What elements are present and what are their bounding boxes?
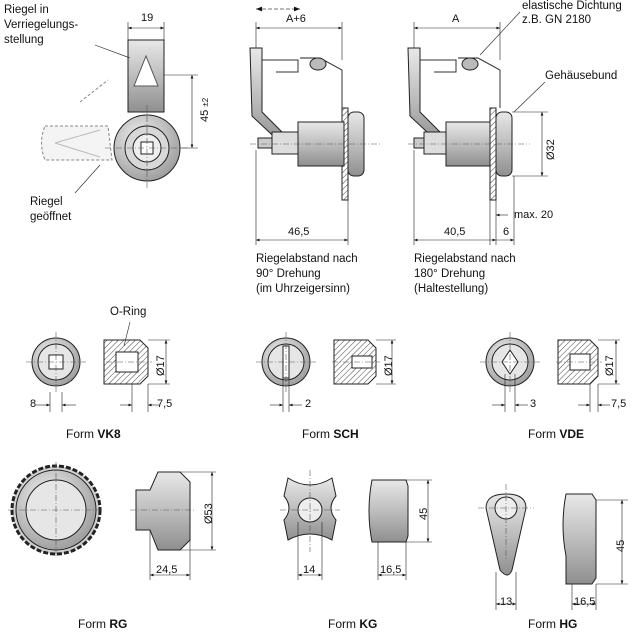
caption-180-line2: 180° Drehung	[414, 268, 486, 280]
vk8-dim-8: 8	[30, 398, 37, 410]
front-view-latch	[41, 22, 198, 194]
rg-dim-d53: Ø53	[203, 503, 215, 524]
hg-dim-13: 13	[500, 596, 513, 608]
sch-dim-2: 2	[305, 398, 312, 410]
caption-form-kg: Form KG	[328, 617, 378, 631]
caption-90-line1: Riegelabstand nach	[256, 253, 358, 265]
kg-dim-14: 14	[303, 564, 316, 576]
dim-40-5: 40,5	[444, 226, 466, 238]
sch-dim-d17: Ø17	[383, 355, 395, 376]
latch-closed-label-line3: stellung	[4, 34, 44, 46]
hg-dim-16-5: 16,5	[574, 596, 596, 608]
dim-19: 19	[141, 12, 154, 24]
caption-180-line3: (Haltestellung)	[414, 283, 489, 295]
dim-a: A	[452, 13, 460, 25]
caption-form-vde: Form VDE	[528, 427, 585, 441]
form-hg-drawing	[478, 484, 628, 610]
caption-form-vk8: Form VK8	[66, 427, 121, 441]
housing-collar-label: Gehäusebund	[545, 70, 618, 82]
seal-label-line2: z.B. GN 2180	[522, 14, 592, 26]
form-vk8-drawing	[26, 321, 170, 412]
caption-180-line1: Riegelabstand nach	[414, 253, 516, 265]
dim-6: 6	[503, 226, 510, 238]
latch-open-label-line2: geöffnet	[30, 211, 72, 223]
caption-form-sch: Form SCH	[302, 427, 359, 441]
form-vde-drawing	[480, 332, 620, 412]
kg-dim-45: 45	[418, 507, 430, 520]
latch-open-label-line1: Riegel	[30, 196, 63, 208]
dim-a-plus-6: A+6	[286, 13, 306, 25]
kg-dim-16-5: 16,5	[380, 564, 402, 576]
rg-dim-24-5: 24,5	[156, 564, 178, 576]
caption-form-hg: Form HG	[528, 617, 578, 631]
side-view-180deg	[407, 11, 548, 245]
vde-dim-3: 3	[530, 398, 537, 410]
vde-dim-7-5: 7,5	[611, 398, 627, 410]
form-kg-drawing	[280, 470, 432, 580]
dim-45: 45 ±2	[199, 97, 211, 122]
caption-90-line3: (im Uhrzeigersinn)	[256, 283, 350, 295]
caption-form-rg: Form RG	[78, 617, 128, 631]
side-view-90deg	[249, 6, 380, 245]
vk8-dim-7-5: 7,5	[157, 398, 173, 410]
o-ring-label: O-Ring	[110, 306, 147, 318]
form-sch-drawing	[256, 332, 396, 412]
form-rg-drawing	[8, 462, 216, 580]
dim-46-5: 46,5	[288, 226, 310, 238]
caption-90-line2: 90° Drehung	[256, 268, 321, 280]
dim-max-20: max. 20	[514, 209, 554, 221]
latch-closed-label-line2: Verriegelungs-	[4, 19, 79, 31]
dim-d32: Ø32	[545, 139, 557, 160]
hg-dim-45: 45	[615, 539, 627, 552]
vde-dim-d17: Ø17	[604, 355, 616, 376]
latch-closed-label-line1: Riegel in	[4, 4, 49, 16]
seal-label-line1: elastische Dichtung	[522, 0, 622, 12]
vk8-dim-d17: Ø17	[155, 355, 167, 376]
